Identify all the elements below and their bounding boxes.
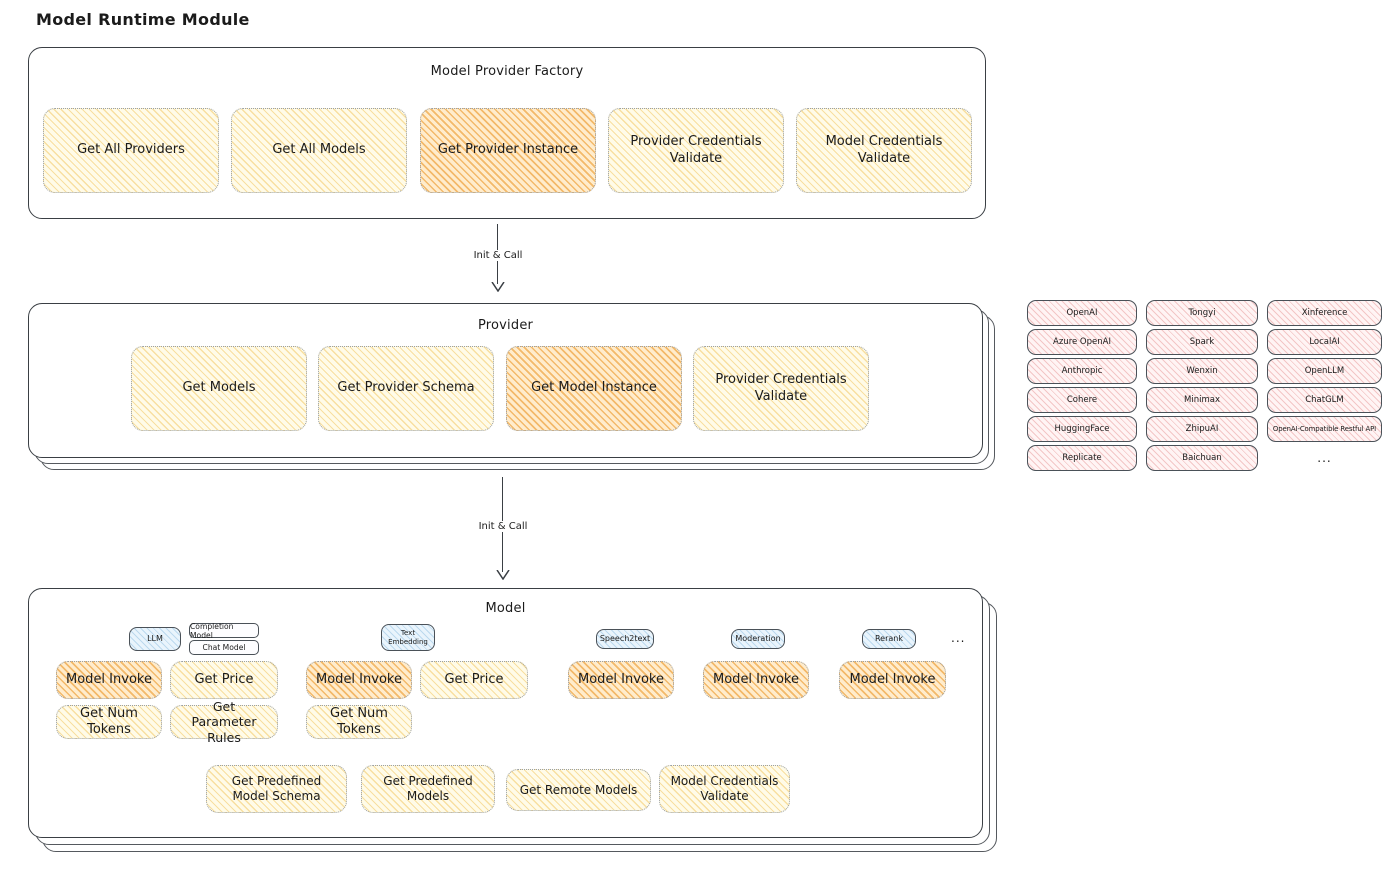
node-model-invoke-embedding: Model Invoke xyxy=(306,661,412,699)
provider-item-zhipuai: ZhipuAI xyxy=(1146,416,1258,442)
node-model-credentials-validate-2: Model Credentials Validate xyxy=(659,765,790,813)
provider-item-xinference: Xinference xyxy=(1267,300,1382,326)
arrow-head-icon xyxy=(491,282,505,292)
node-get-num-tokens-embedding: Get Num Tokens xyxy=(306,705,412,739)
provider-item-minimax: Minimax xyxy=(1146,387,1258,413)
node-get-provider-instance: Get Provider Instance xyxy=(420,108,596,193)
pill-chat-model: Chat Model xyxy=(189,640,259,655)
provider-item-replicate: Replicate xyxy=(1027,445,1137,471)
node-get-models: Get Models xyxy=(131,346,307,431)
pill-text-embedding: Text Embedding xyxy=(381,624,435,651)
provider-item-azure-openai: Azure OpenAI xyxy=(1027,329,1137,355)
provider-item-chatglm: ChatGLM xyxy=(1267,387,1382,413)
node-model-invoke-rerank: Model Invoke xyxy=(839,661,946,699)
provider-list-ellipsis: ... xyxy=(1317,451,1332,465)
provider-item-anthropic: Anthropic xyxy=(1027,358,1137,384)
arrow-head-icon xyxy=(496,570,510,580)
node-get-price-embedding: Get Price xyxy=(420,661,528,699)
node-get-price-llm: Get Price xyxy=(170,661,278,699)
model-box: Model LLM Completion Model Chat Model Te… xyxy=(28,588,983,838)
pill-moderation: Moderation xyxy=(731,629,785,649)
node-provider-credentials-validate: Provider Credentials Validate xyxy=(608,108,784,193)
pill-llm: LLM xyxy=(129,627,181,651)
node-get-predefined-models: Get Predefined Models xyxy=(361,765,495,813)
pill-rerank: Rerank xyxy=(862,629,916,649)
node-model-invoke-moderation: Model Invoke xyxy=(703,661,809,699)
provider-item-openai: OpenAI xyxy=(1027,300,1137,326)
model-provider-factory-box: Model Provider Factory Get All Providers… xyxy=(28,47,986,219)
node-model-credentials-validate: Model Credentials Validate xyxy=(796,108,972,193)
pill-completion-model: Completion Model xyxy=(189,622,259,640)
provider-item-cohere: Cohere xyxy=(1027,387,1137,413)
pill-speech2text: Speech2text xyxy=(596,629,654,649)
node-get-all-providers: Get All Providers xyxy=(43,108,219,193)
node-get-predefined-model-schema: Get Predefined Model Schema xyxy=(206,765,347,813)
node-get-provider-schema: Get Provider Schema xyxy=(318,346,494,431)
provider-box: Provider Get Models Get Provider Schema … xyxy=(28,303,983,458)
node-get-model-instance: Get Model Instance xyxy=(506,346,682,431)
provider-item-openllm: OpenLLM xyxy=(1267,358,1382,384)
page-title: Model Runtime Module xyxy=(36,10,250,29)
provider-item-openai-compatible: OpenAI-Compatible Restful API xyxy=(1267,416,1382,442)
node-provider-credentials-validate-2: Provider Credentials Validate xyxy=(693,346,869,431)
node-get-num-tokens-llm: Get Num Tokens xyxy=(56,705,162,739)
model-title: Model xyxy=(485,601,526,616)
node-get-parameter-rules: Get Parameter Rules xyxy=(170,699,278,745)
arrow-label-init-call-2: Init & Call xyxy=(474,521,532,532)
provider-title: Provider xyxy=(477,318,534,333)
provider-item-tongyi: Tongyi xyxy=(1146,300,1258,326)
provider-item-wenxin: Wenxin xyxy=(1146,358,1258,384)
provider-item-baichuan: Baichuan xyxy=(1146,445,1258,471)
arrow-label-init-call-1: Init & Call xyxy=(469,250,527,261)
provider-item-localai: LocalAI xyxy=(1267,329,1382,355)
provider-list: OpenAI Tongyi Xinference Azure OpenAI Sp… xyxy=(1027,300,1382,471)
provider-item-spark: Spark xyxy=(1146,329,1258,355)
node-get-remote-models: Get Remote Models xyxy=(506,769,651,811)
node-get-all-models: Get All Models xyxy=(231,108,407,193)
provider-item-huggingface: HuggingFace xyxy=(1027,416,1137,442)
node-model-invoke-llm: Model Invoke xyxy=(56,661,162,699)
node-model-invoke-speech2text: Model Invoke xyxy=(568,661,674,699)
factory-title: Model Provider Factory xyxy=(430,64,584,79)
model-types-ellipsis: ... xyxy=(951,631,966,645)
